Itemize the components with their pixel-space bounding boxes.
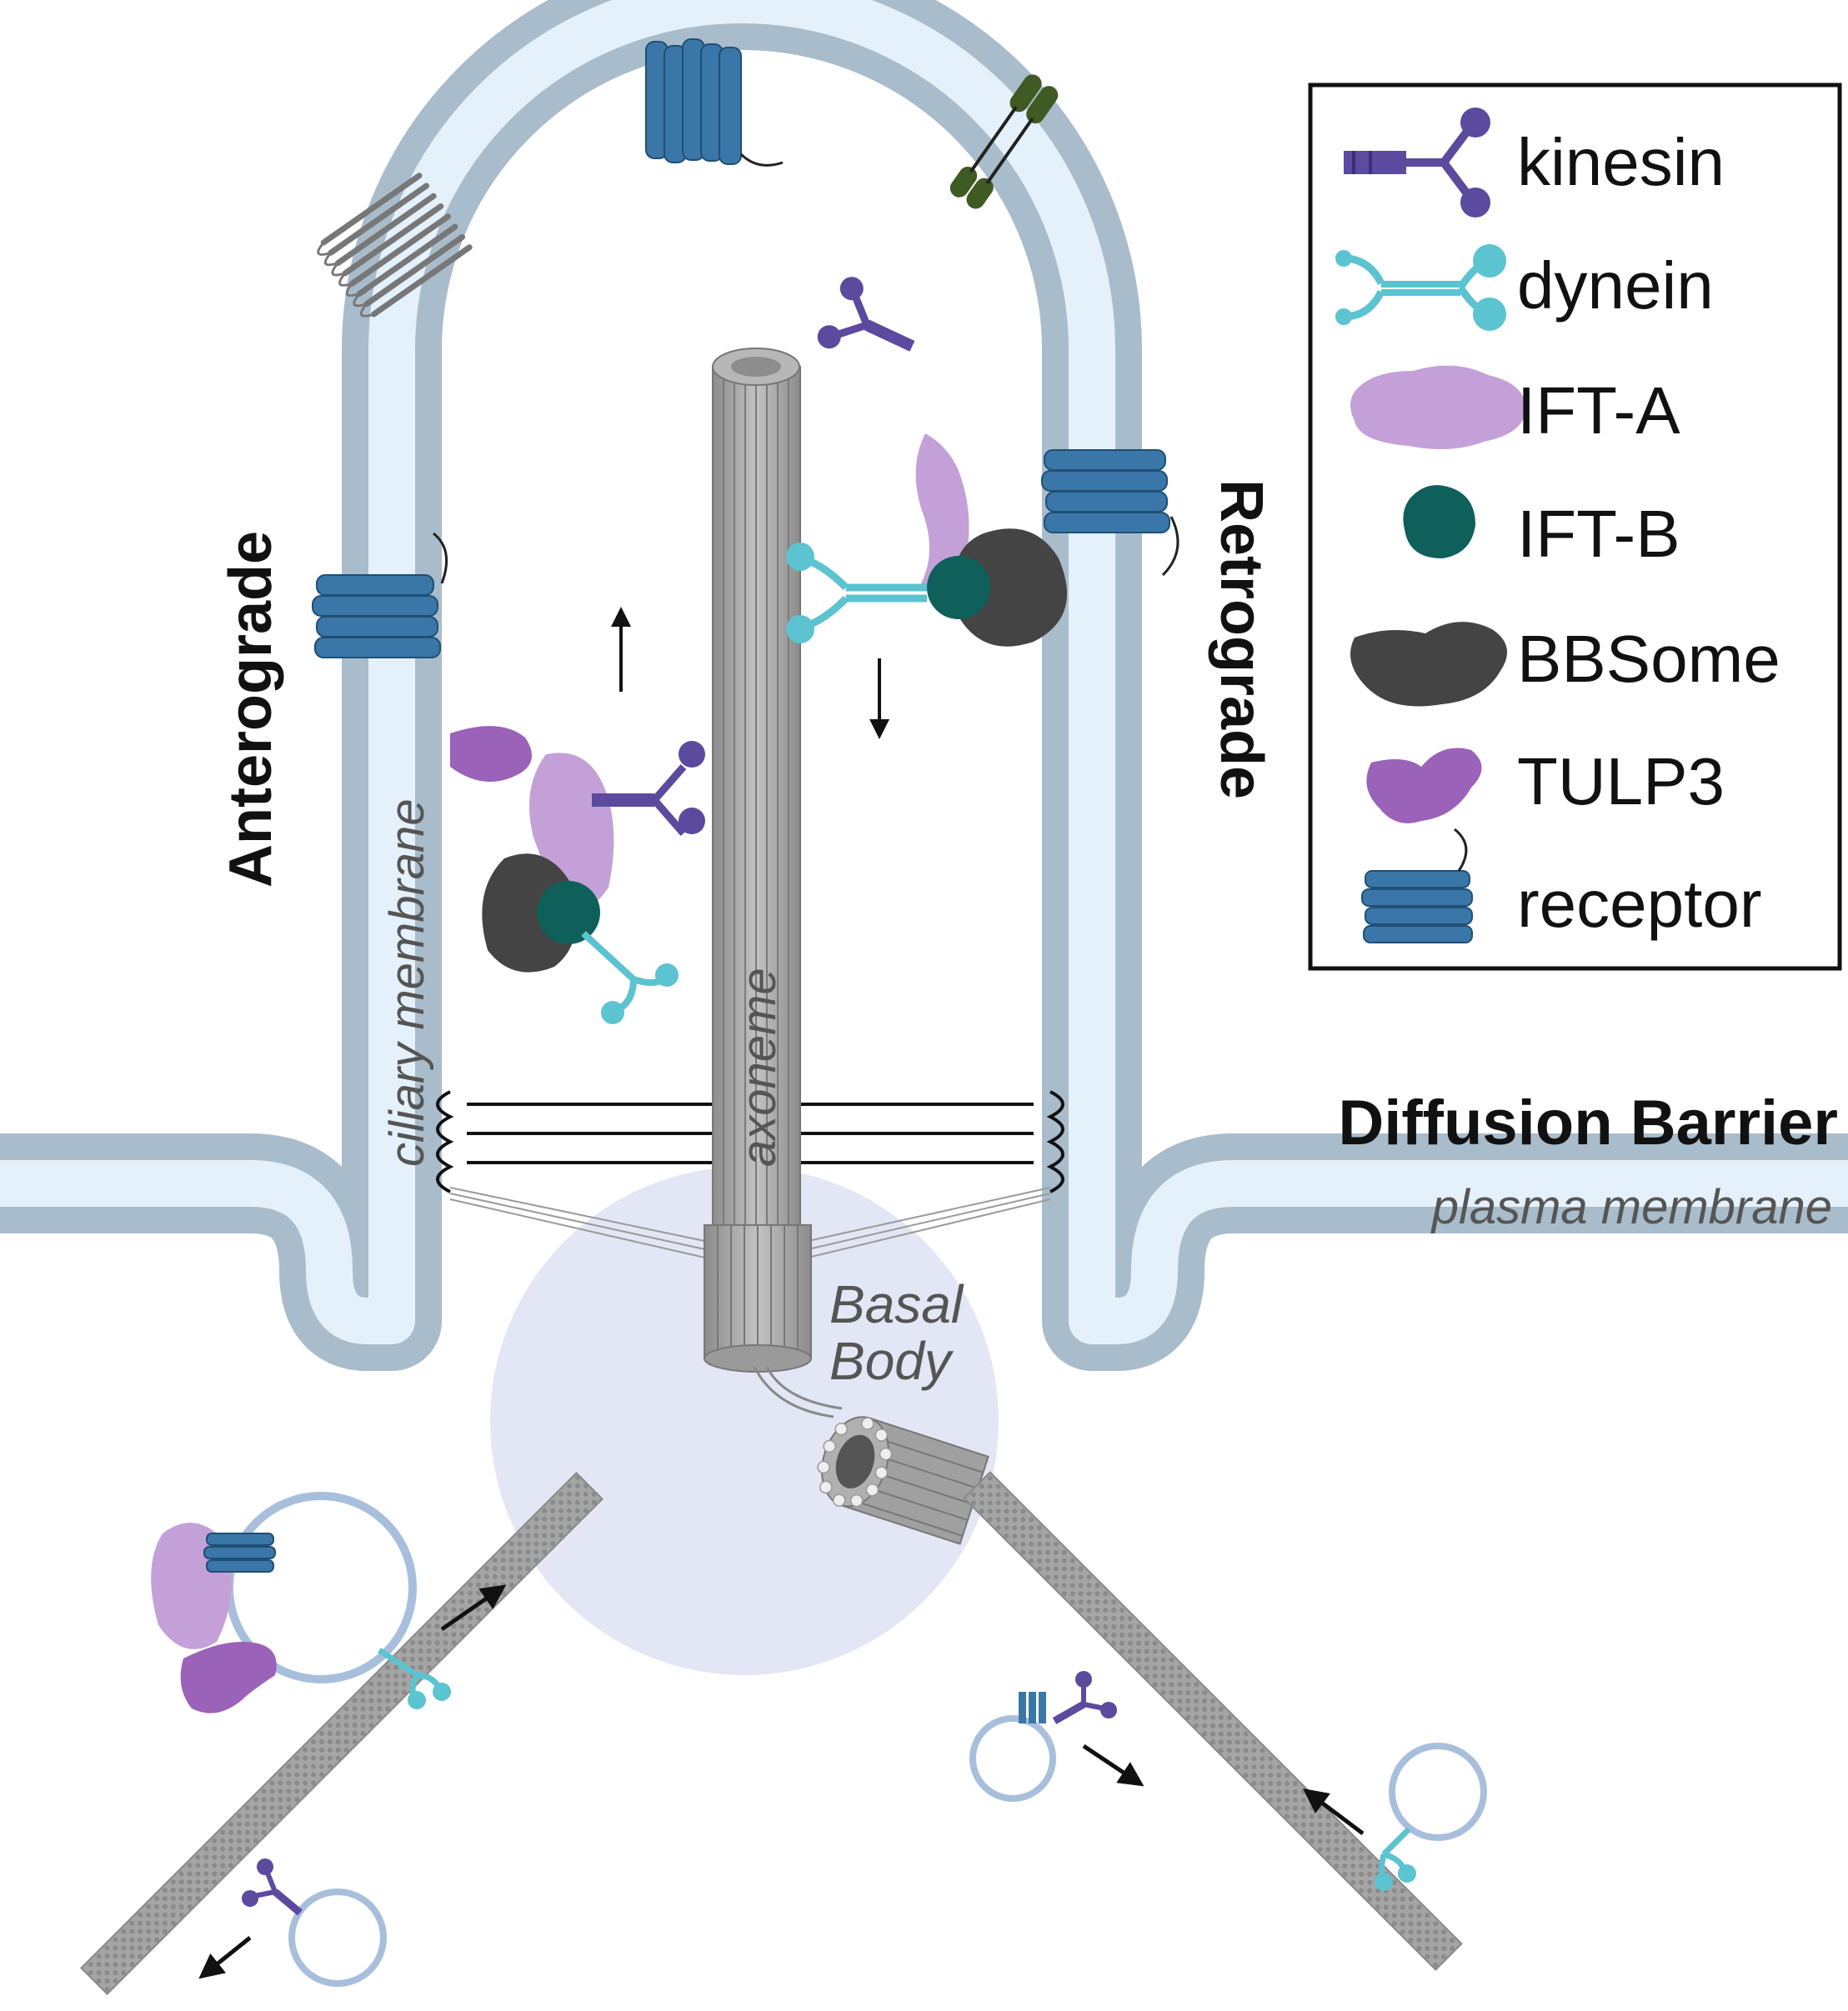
anterograde-train [450,726,705,1024]
plasma-membrane-label: plasma membrane [1430,1180,1832,1234]
legend-label-dynein: dynein [1517,248,1714,323]
diffusion-barrier-label: Diffusion Barrier [1338,1088,1838,1158]
kinesin-free [817,277,915,352]
axoneme [712,348,801,1234]
membrane-protein-grey [317,173,473,318]
legend-label-bbsome: BBSome [1517,622,1780,696]
legend-label-receptor: receptor [1517,867,1761,941]
anterograde-label: Anterograde [218,531,284,888]
vesicle-arrow-1 [440,1584,507,1632]
bbsome-icon [1350,622,1507,707]
vesicle-arrow-4 [1303,1788,1365,1835]
vesicle-arrow-3 [1082,1743,1144,1787]
basal-body [704,1224,989,1545]
ift-a-icon [1350,365,1525,449]
microtubule-right [963,1471,1463,1971]
ciliary-membrane [0,0,1848,1371]
membrane-protein-green [949,74,1059,209]
retrograde-train [786,433,1067,647]
legend-label-tulp3: TULP3 [1517,744,1725,818]
retrograde-label: Retrograde [1208,479,1275,799]
receptor-top [645,38,784,167]
vesicle-far-right [1375,1743,1487,1891]
tulp3-icon [1366,748,1482,823]
basal-body-label-2: Body [829,1331,954,1391]
basal-body-label-1: Basal [829,1274,964,1334]
vesicle-bottom-left [242,1858,387,1987]
basal-body-halo [490,1167,999,1675]
receptor-right [1041,449,1179,577]
ift-b-icon [1403,485,1475,558]
receptor-left [312,532,448,658]
axoneme-label: axoneme [732,968,786,1167]
legend: kinesin dynein IFT-A IFT-B BBSome TULP3 [1308,83,1842,971]
kinesin-icon [1344,108,1490,218]
microtubule-left [80,1472,603,1995]
vesicle-right [969,1671,1117,1802]
legend-label-kinesin: kinesin [1517,125,1725,199]
vesicle-large [151,1492,451,1713]
transition-fibers [449,1187,1051,1259]
dynein-icon [1335,244,1506,331]
legend-label-ift-a: IFT-A [1517,373,1680,448]
vesicle-arrow-2 [198,1936,252,1979]
ciliary-membrane-label: ciliary membrane [380,798,434,1167]
receptor-icon [1361,828,1473,943]
legend-label-ift-b: IFT-B [1517,497,1680,571]
